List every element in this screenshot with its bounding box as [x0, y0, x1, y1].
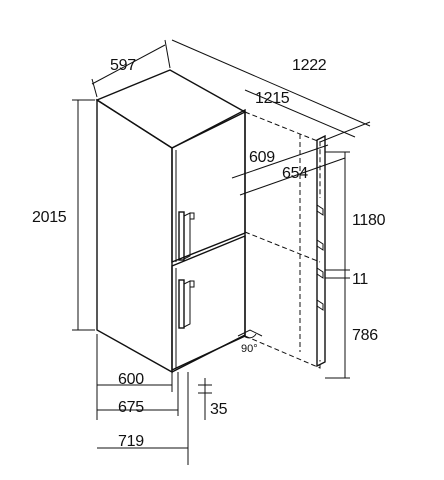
lower-handle — [178, 279, 195, 329]
label-786: 786 — [352, 327, 378, 344]
dim-1215 — [244, 89, 356, 138]
upper-door — [171, 108, 246, 264]
upper-handle — [178, 211, 195, 261]
lower-door — [171, 234, 246, 372]
label-654: 654 — [282, 165, 308, 182]
dim-654 — [239, 157, 346, 196]
label-1222: 1222 — [292, 57, 327, 74]
fridge-body — [95, 69, 247, 374]
dim-35 — [198, 378, 212, 420]
label-597: 597 — [110, 57, 136, 74]
dim-right-heights — [325, 151, 350, 379]
label-1180: 1180 — [352, 212, 386, 229]
dim-bottom-widths — [96, 334, 189, 465]
label-angle: 90° — [241, 343, 258, 355]
label-609: 609 — [249, 149, 275, 166]
label-719: 719 — [118, 433, 144, 450]
label-2015: 2015 — [32, 209, 67, 226]
dim-1222 — [171, 39, 371, 143]
dim-597 — [91, 39, 171, 98]
label-600: 600 — [118, 371, 144, 388]
dim-609 — [231, 144, 329, 179]
dim-2015 — [72, 99, 95, 331]
label-1215: 1215 — [255, 90, 290, 107]
angle-marker — [237, 329, 263, 339]
label-11: 11 — [352, 271, 368, 288]
label-35: 35 — [210, 401, 228, 418]
open-door-outline — [244, 111, 326, 369]
label-675: 675 — [118, 399, 144, 416]
